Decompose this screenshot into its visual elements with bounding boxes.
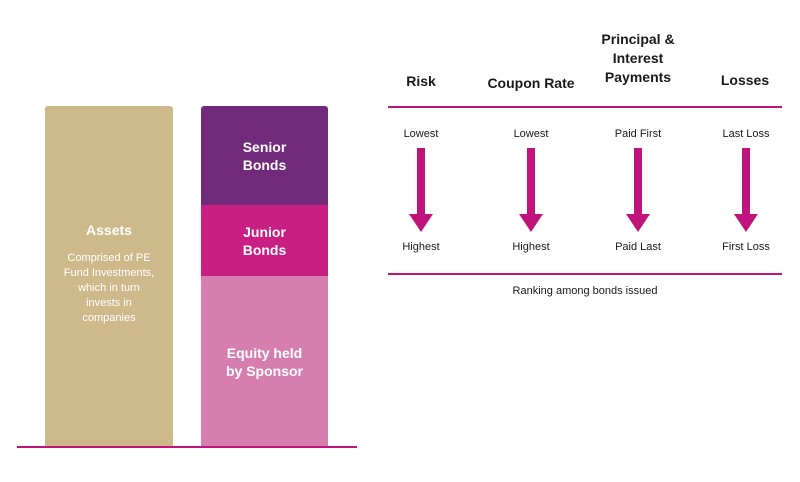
senior-bonds-tranche: Senior Bonds: [201, 106, 328, 205]
losses-arrow-icon: [734, 148, 758, 232]
header-losses: Losses: [720, 72, 770, 88]
table-caption: Ranking among bonds issued: [512, 285, 658, 297]
losses-top-label: Last Loss: [722, 128, 770, 140]
table-bottom-rule: [388, 273, 782, 275]
losses-bottom-label: First Loss: [722, 241, 770, 253]
payments-bottom-label: Paid Last: [615, 241, 661, 253]
senior-bonds-label: Senior Bonds: [242, 138, 287, 173]
payments-arrow-icon: [626, 148, 650, 232]
capital-stack: Senior Bonds Junior Bonds Equity held by…: [201, 106, 328, 447]
header-risk: Risk: [406, 73, 436, 89]
header-coupon-rate: Coupon Rate: [487, 75, 575, 91]
coupon-bottom-label: Highest: [512, 241, 550, 253]
risk-bottom-label: Highest: [402, 241, 440, 253]
header-principal-interest: Principal & Interest Payments: [601, 31, 675, 85]
table-top-rule: [388, 106, 782, 108]
equity-tranche: Equity held by Sponsor: [201, 276, 328, 447]
risk-arrow-icon: [409, 148, 433, 232]
risk-top-label: Lowest: [403, 128, 439, 140]
stack-baseline: [17, 446, 357, 448]
payments-top-label: Paid First: [614, 128, 662, 140]
assets-block: Assets Comprised of PE Fund Investments,…: [45, 106, 173, 447]
coupon-arrow-icon: [519, 148, 543, 232]
junior-bonds-tranche: Junior Bonds: [201, 205, 328, 276]
assets-description: Comprised of PE Fund Investments, which …: [63, 252, 155, 324]
assets-title: Assets: [86, 222, 132, 238]
coupon-top-label: Lowest: [513, 128, 549, 140]
junior-bonds-label: Junior Bonds: [242, 223, 287, 258]
equity-label: Equity held by Sponsor: [225, 344, 303, 379]
